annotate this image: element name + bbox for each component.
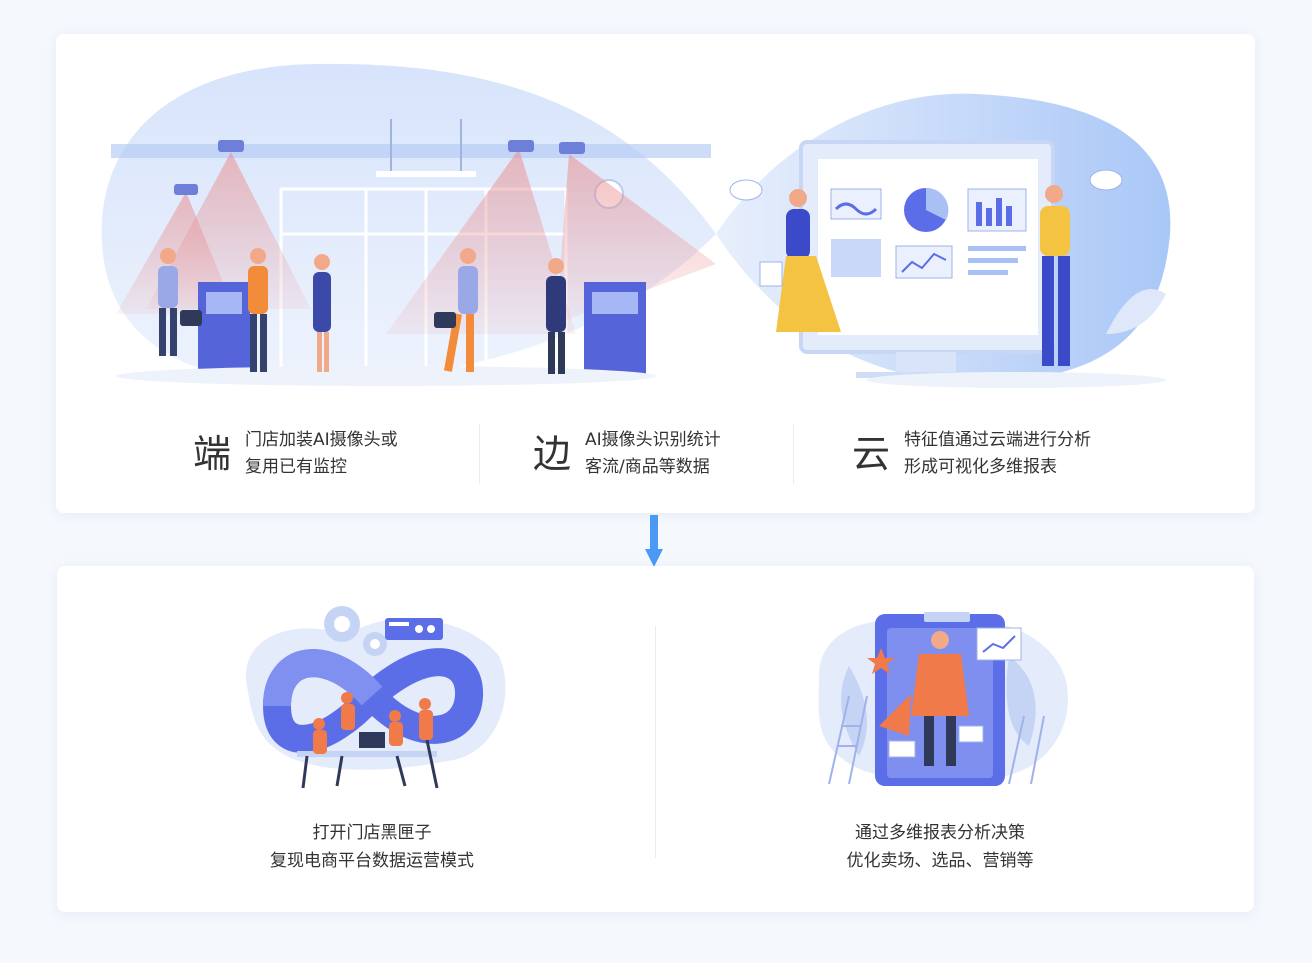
person-figure <box>158 248 202 356</box>
feature-char: 端 <box>193 432 232 476</box>
feature-char: 云 <box>852 432 891 476</box>
infinity-illustration <box>101 63 1171 388</box>
outcome-caption-left: 打开门店黑匣子 复现电商平台数据运营模式 <box>212 819 532 875</box>
outcome-line2: 优化卖场、选品、营销等 <box>846 851 1034 871</box>
camera-icon <box>174 140 585 195</box>
arrow-down-icon <box>645 515 663 567</box>
feature-line2: 客流/商品等数据 <box>585 457 710 477</box>
reports-illustration <box>818 612 1068 786</box>
divider <box>479 424 480 484</box>
outcome-line2: 复现电商平台数据运营模式 <box>270 851 474 871</box>
bottom-card: 打开门店黑匣子 复现电商平台数据运营模式 通过多维报表分析决策 优化卖场、选品、… <box>57 566 1254 912</box>
feature-edge: 边 AI摄像头识别统计 客流/商品等数据 <box>533 426 721 482</box>
teamwork-illustration <box>245 606 506 789</box>
feature-line1: AI摄像头识别统计 <box>585 430 721 450</box>
feature-line2: 形成可视化多维报表 <box>904 457 1058 477</box>
feature-line1: 门店加装AI摄像头或 <box>245 430 398 450</box>
outcome-line1: 打开门店黑匣子 <box>312 823 432 843</box>
feature-char: 边 <box>533 432 572 476</box>
top-card: 端 门店加装AI摄像头或 复用已有监控 边 AI摄像头识别统计 客流/商品等数据… <box>56 34 1255 513</box>
feature-line1: 特征值通过云端进行分析 <box>904 430 1092 450</box>
feature-cloud: 云 特征值通过云端进行分析 形成可视化多维报表 <box>852 426 1091 482</box>
divider <box>793 424 794 484</box>
divider <box>655 626 656 858</box>
feature-line2: 复用已有监控 <box>245 457 348 477</box>
feature-device: 端 门店加装AI摄像头或 复用已有监控 <box>193 426 398 482</box>
outcome-caption-right: 通过多维报表分析决策 优化卖场、选品、营销等 <box>780 819 1100 875</box>
outcome-line1: 通过多维报表分析决策 <box>855 823 1025 843</box>
